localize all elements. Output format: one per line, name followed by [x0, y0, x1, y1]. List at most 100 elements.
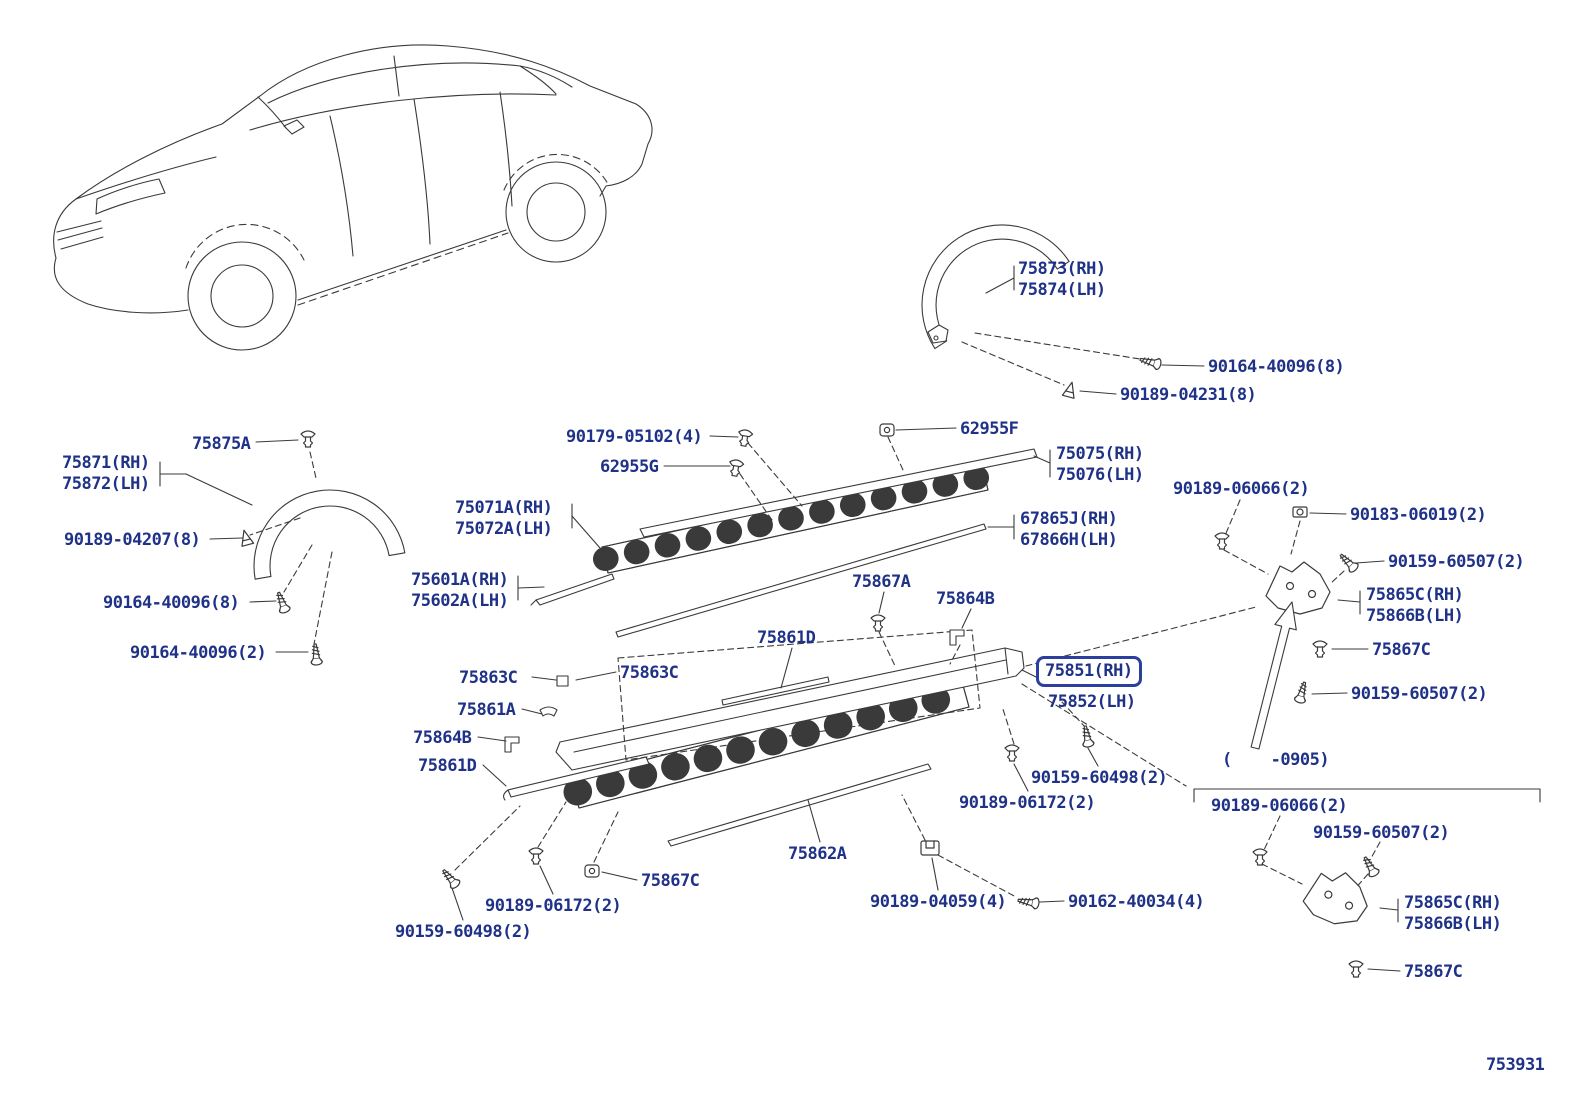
push-clip-icon — [1312, 640, 1328, 658]
screw-icon — [309, 642, 324, 667]
part-label-75852[interactable]: 75852(LH) — [1048, 692, 1136, 712]
front-strip-75601a — [530, 573, 615, 606]
part-label-75867c-2[interactable]: 75867C — [641, 871, 700, 891]
part-label-90162-40034[interactable]: 90162-40034(4) — [1068, 892, 1205, 912]
direction-arrow — [1250, 601, 1297, 750]
figure-number: 753931 — [1486, 1055, 1545, 1075]
rocker-moulding-75851 — [555, 647, 1025, 771]
part-label-90159-60498-right[interactable]: 90159-60498(2) — [1031, 768, 1168, 788]
push-clip-icon — [300, 430, 316, 448]
push-clip-icon — [735, 428, 754, 448]
part-label-75851[interactable]: 75851(RH) — [1045, 661, 1133, 681]
part-label-90159-60507-3[interactable]: 90159-60507(2) — [1313, 823, 1450, 843]
part-label-75871[interactable]: 75871(RH) — [62, 453, 150, 473]
part-label-75076[interactable]: 75076(LH) — [1056, 465, 1144, 485]
push-clip-icon — [1348, 960, 1364, 978]
applicability-bracket — [1193, 788, 1541, 803]
push-clip-icon — [1214, 532, 1230, 550]
part-label-75863c-left[interactable]: 75863C — [459, 668, 518, 688]
part-label-75072a[interactable]: 75072A(LH) — [455, 519, 553, 539]
part-label-62955f[interactable]: 62955F — [960, 419, 1019, 439]
screw-icon — [1016, 894, 1041, 910]
part-label-90179-05102[interactable]: 90179-05102(4) — [566, 427, 703, 447]
headlight — [95, 178, 166, 215]
screw-icon — [272, 590, 292, 615]
part-label-90183-06019[interactable]: 90183-06019(2) — [1350, 505, 1487, 525]
part-label-75861a[interactable]: 75861A — [457, 700, 516, 720]
grille — [56, 220, 104, 250]
part-label-75863c-right[interactable]: 75863C — [620, 663, 679, 683]
screw-icon — [1138, 353, 1163, 371]
strip-75861d-lower — [503, 756, 650, 801]
part-label-90159-60507-1[interactable]: 90159-60507(2) — [1388, 552, 1525, 572]
part-label-75864b-right[interactable]: 75864B — [936, 589, 995, 609]
push-clip-icon — [726, 458, 745, 478]
part-label-75861d-upper[interactable]: 75861D — [757, 628, 816, 648]
part-label-75861d-lower[interactable]: 75861D — [418, 756, 477, 776]
grommet-icon — [879, 423, 895, 437]
strip-75862a — [667, 763, 932, 847]
door-mirror — [283, 119, 305, 135]
part-label-75866b-1[interactable]: 75866B(LH) — [1366, 606, 1464, 626]
part-label-90164-40096-2[interactable]: 90164-40096(2) — [130, 643, 267, 663]
part-label-90159-60507-2[interactable]: 90159-60507(2) — [1351, 684, 1488, 704]
part-label-75867a[interactable]: 75867A — [852, 572, 911, 592]
part-label-67866h[interactable]: 67866H(LH) — [1020, 530, 1118, 550]
part-label-75866b-2[interactable]: 75866B(LH) — [1404, 914, 1502, 934]
front-wheel-arch-moulding — [253, 489, 406, 580]
mounting-bracket-upper — [1265, 561, 1331, 615]
part-label-90164-40096-fr[interactable]: 90164-40096(8) — [103, 593, 240, 613]
part-label-75872[interactable]: 75872(LH) — [62, 474, 150, 494]
push-clip-icon — [1004, 744, 1020, 762]
triangle-clip-icon — [1061, 380, 1079, 399]
square-clip-75863c — [556, 675, 569, 687]
screw-icon — [1079, 724, 1095, 749]
grommet-icon — [584, 864, 600, 878]
strip-75861d-upper — [721, 676, 830, 706]
part-label-75601a[interactable]: 75601A(RH) — [411, 570, 509, 590]
sill-moulding-67865 — [615, 523, 987, 638]
part-label-90189-04231[interactable]: 90189-04231(8) — [1120, 385, 1257, 405]
part-label-75864b-left[interactable]: 75864B — [413, 728, 472, 748]
pad-75861a — [539, 706, 558, 717]
part-label-90164-40096-rr[interactable]: 90164-40096(8) — [1208, 357, 1345, 377]
part-label-90189-06172-right[interactable]: 90189-06172(2) — [959, 793, 1096, 813]
square-clip-icon — [920, 840, 940, 856]
push-clip-icon — [528, 847, 544, 865]
selected-part-highlight[interactable]: 75851(RH) — [1036, 656, 1142, 687]
part-label-75075[interactable]: 75075(RH) — [1056, 444, 1144, 464]
screw-icon — [1336, 550, 1361, 575]
part-label-75862a[interactable]: 75862A — [788, 844, 847, 864]
part-label-75602a[interactable]: 75602A(LH) — [411, 591, 509, 611]
body-side-moulding-75075 — [639, 448, 1038, 538]
part-label-90189-06066-upper[interactable]: 90189-06066(2) — [1173, 479, 1310, 499]
part-label-90189-06172-left[interactable]: 90189-06172(2) — [485, 896, 622, 916]
part-label-75867c-3[interactable]: 75867C — [1404, 962, 1463, 982]
push-clip-icon — [870, 614, 886, 632]
screw-icon — [1359, 853, 1381, 879]
part-label-75875a[interactable]: 75875A — [192, 434, 251, 454]
mounting-bracket-lower — [1300, 866, 1372, 929]
moulding-pad-75071a — [593, 463, 997, 574]
part-label-90189-04207[interactable]: 90189-04207(8) — [64, 530, 201, 550]
part-label-62955g[interactable]: 62955G — [600, 457, 659, 477]
rocker-pad-lower — [563, 677, 977, 809]
part-label-75865c-2[interactable]: 75865C(RH) — [1404, 893, 1502, 913]
arch-end-bracket — [927, 324, 949, 344]
applicability-note: ( -0905) — [1222, 750, 1330, 770]
part-label-75867c-1[interactable]: 75867C — [1372, 640, 1431, 660]
part-label-90189-06066-lower[interactable]: 90189-06066(2) — [1211, 796, 1348, 816]
dashed-region — [617, 629, 981, 761]
part-label-75874[interactable]: 75874(LH) — [1018, 280, 1106, 300]
part-label-67865j[interactable]: 67865J(RH) — [1020, 509, 1118, 529]
part-label-75865c-1[interactable]: 75865C(RH) — [1366, 585, 1464, 605]
leader-lines — [159, 265, 1541, 972]
part-label-75873[interactable]: 75873(RH) — [1018, 259, 1106, 279]
l-bracket-right — [949, 629, 965, 646]
part-label-75071a[interactable]: 75071A(RH) — [455, 498, 553, 518]
part-label-90159-60498-left[interactable]: 90159-60498(2) — [395, 922, 532, 942]
car-illustration — [53, 44, 653, 351]
part-label-90189-04059[interactable]: 90189-04059(4) — [870, 892, 1007, 912]
